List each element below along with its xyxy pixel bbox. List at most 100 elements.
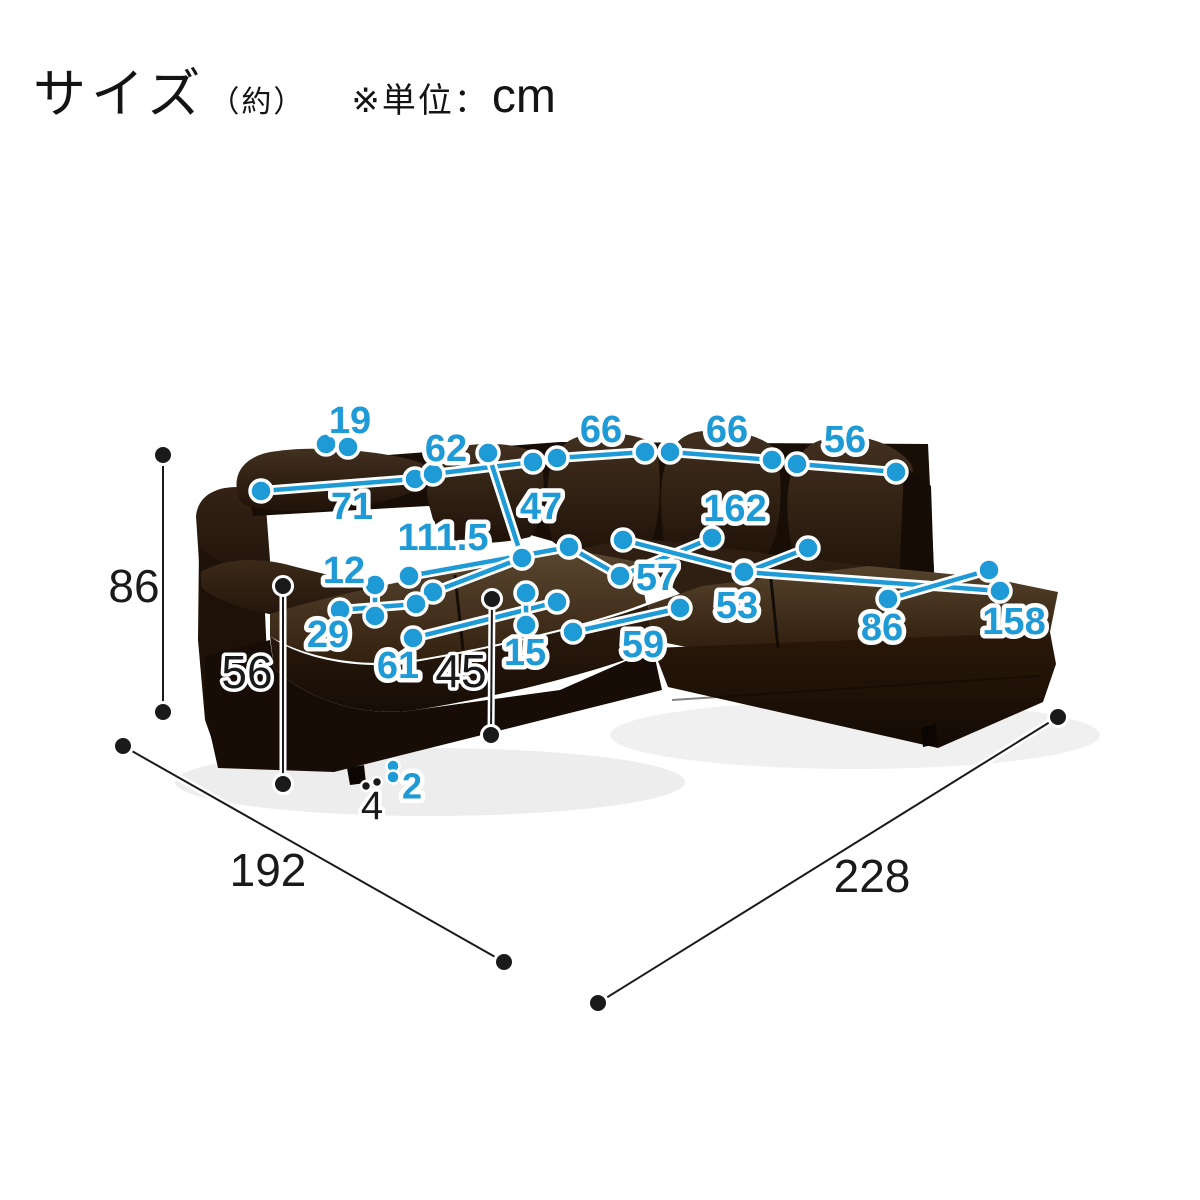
dimension-dot <box>385 769 401 785</box>
dimension-dot <box>731 559 757 585</box>
dimension-label: 29 <box>307 614 349 656</box>
dimension-dot <box>513 612 539 638</box>
dimension-dot <box>152 444 174 466</box>
dimension-label: 56 <box>824 419 866 461</box>
dimension-label: 228 <box>834 850 911 902</box>
dimension-dot <box>112 735 134 757</box>
dimension-dot <box>420 461 446 487</box>
sofa-leg <box>921 724 937 747</box>
dimension-label: 4 <box>361 784 383 828</box>
dimension-label: 86 <box>108 560 159 612</box>
dimension-dot <box>400 625 426 651</box>
dimension-label: 2 <box>402 766 422 807</box>
sofa-back-cushion <box>547 433 660 557</box>
dimension-line <box>490 598 493 736</box>
sofa-leg <box>347 765 366 785</box>
dimension-label: 45 <box>435 645 486 697</box>
dimension-label: 86 <box>861 607 903 649</box>
dimension-line <box>617 535 715 579</box>
dimension-dot <box>1047 706 1069 728</box>
dimension-dot <box>610 527 636 553</box>
sofa-chaise-base <box>653 632 1056 748</box>
dimension-label: 12 <box>323 550 365 592</box>
dimension-dot <box>362 603 388 629</box>
dimension-label: 56 <box>221 646 272 698</box>
dimension-line <box>570 605 683 635</box>
dimension-dot <box>481 588 503 610</box>
dimension-dot <box>370 775 384 789</box>
sofa-back-cushion <box>661 430 781 564</box>
dimension-dot <box>544 445 570 471</box>
dimension-line <box>554 449 648 461</box>
dimension-label: 61 <box>377 645 419 687</box>
dimension-dot <box>403 591 429 617</box>
dimension-dot <box>520 449 546 475</box>
dimension-dots-layer <box>112 431 1069 1014</box>
dimension-dot <box>544 589 570 615</box>
unit-note: ※単位：cm <box>351 69 555 124</box>
dimension-dot <box>248 478 274 504</box>
dimension-label: 111.5 <box>398 517 489 559</box>
dimension-label: 19 <box>329 400 371 442</box>
dimension-dot <box>560 619 586 645</box>
sofa-illustration <box>175 430 1100 816</box>
dimension-dot <box>272 773 294 795</box>
dimension-dot <box>883 459 909 485</box>
sofa-seam <box>671 675 1041 701</box>
dimension-line <box>620 537 747 574</box>
dimension-dot <box>359 779 373 793</box>
dimension-dot <box>420 579 446 605</box>
dimension-label: 66 <box>706 409 748 451</box>
sofa-back-cushion <box>236 448 429 512</box>
dimension-label: 71 <box>331 486 373 528</box>
dimension-dot <box>509 545 535 571</box>
dimension-dot <box>795 535 821 561</box>
dimension-dot <box>987 578 1013 604</box>
dimension-dot <box>667 595 693 621</box>
dimension-dot <box>632 439 658 465</box>
dimension-dot <box>875 586 901 612</box>
dimension-label: 59 <box>622 624 664 666</box>
dimension-dot <box>556 534 582 560</box>
dimension-label: 53 <box>716 585 758 627</box>
dimension-label: 192 <box>230 844 307 896</box>
dimension-dot <box>976 557 1002 583</box>
dimension-dot <box>699 525 725 551</box>
dimension-line <box>122 745 505 963</box>
dimension-line <box>485 450 525 561</box>
dimension-dot <box>607 563 633 589</box>
sofa-seam <box>768 569 780 649</box>
dimension-label: 158 <box>982 601 1045 643</box>
dimension-dot <box>272 575 294 597</box>
dimension-dot <box>759 447 785 473</box>
dimension-dot <box>480 724 502 746</box>
dimension-dot <box>587 992 609 1014</box>
dimension-label: 62 <box>425 428 467 470</box>
dimension-dot <box>475 440 501 466</box>
dimension-label: 162 <box>703 488 766 530</box>
unit-note-prefix: ※単位： <box>351 82 490 120</box>
dimension-dot <box>396 563 422 589</box>
dimension-dot <box>657 439 683 465</box>
size-title: サイズ （約） ※単位：cm <box>33 52 556 128</box>
dimension-label: 57 <box>636 557 678 599</box>
dimension-line <box>430 459 536 477</box>
dimension-line <box>430 555 525 595</box>
dimension-dot <box>152 701 174 723</box>
size-title-text: サイズ <box>33 65 206 124</box>
dimension-line <box>258 476 418 494</box>
dimension-dot <box>327 597 353 623</box>
size-title-approx: （約） <box>209 86 306 119</box>
dimension-line <box>406 544 572 579</box>
dimension-line <box>597 716 1059 1004</box>
dimension-line <box>885 567 992 602</box>
dimension-dot <box>784 451 810 477</box>
dimension-line <box>410 599 560 641</box>
sofa-left-seat-front <box>270 605 653 712</box>
dimension-dot <box>493 951 515 973</box>
dimension-dot <box>362 572 388 598</box>
dimension-dot <box>335 434 361 460</box>
